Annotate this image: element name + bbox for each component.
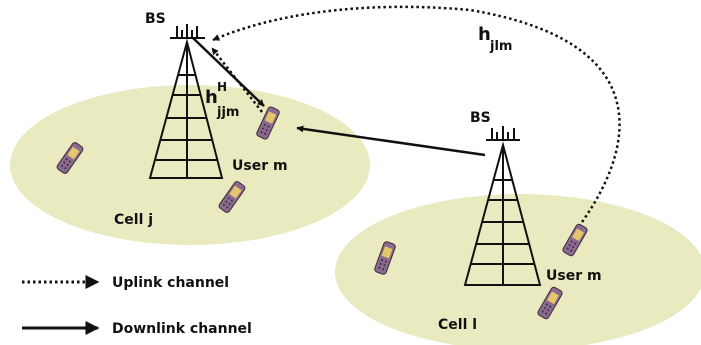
bs-right-label: BS [470, 110, 491, 126]
legend-uplink-label: Uplink channel [112, 275, 229, 291]
user-m-right-label: User m [546, 268, 602, 284]
base-station-left-tower [148, 24, 224, 179]
bs-left-label: BS [145, 11, 166, 27]
h-jlm-subscript: jlm [489, 39, 512, 54]
h-jjm-subscript: jjm [216, 105, 239, 120]
cell-j-label: Cell j [114, 212, 153, 228]
h-jjm-superscript: H [217, 80, 227, 94]
cell-j-area [10, 85, 370, 245]
cell-l-area [335, 194, 701, 345]
user-m-left-label: User m [232, 158, 288, 174]
downlink-channel-arrow-cell-l [296, 125, 486, 157]
cell-l-label: Cell l [438, 317, 477, 333]
legend-downlink-label: Downlink channel [112, 321, 252, 337]
h-jjm-label: h [205, 87, 218, 108]
legend: Uplink channel Downlink channel [22, 275, 252, 337]
base-station-right-tower [463, 126, 542, 286]
uplink-channel-arrow-h-jlm [212, 5, 621, 223]
downlink-channel-arrow-h-jjm [192, 37, 265, 107]
h-jlm-label: h [478, 24, 491, 45]
